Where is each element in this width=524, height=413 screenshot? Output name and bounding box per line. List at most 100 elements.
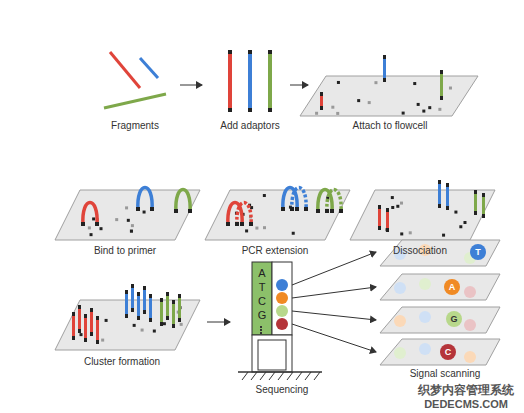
labelled-nucleotide [276, 318, 288, 330]
primer-dot [143, 211, 146, 214]
step-label: Signal scanning [410, 368, 481, 379]
primer-dot [263, 226, 266, 229]
primer-dot [417, 103, 420, 106]
adaptor-end [178, 294, 181, 298]
adaptor-end [149, 294, 152, 298]
flowcell-plane [205, 190, 350, 240]
dna-fragment [228, 50, 232, 112]
ground-hatch [305, 372, 311, 380]
ellipsis-dot [260, 332, 262, 334]
dna-fragment [96, 316, 99, 344]
base-letter: C [445, 346, 452, 359]
primer-dot [263, 194, 266, 197]
adaptor-end [281, 207, 285, 211]
bridge-fragment [83, 203, 97, 226]
adaptor-end [290, 207, 294, 211]
primer-dot [141, 329, 144, 332]
bridge-fragment [327, 190, 341, 213]
dna-fragment [446, 183, 449, 210]
adaptor-end [78, 329, 81, 333]
adaptor-end [84, 314, 87, 318]
adaptor-end [240, 222, 244, 226]
adaptor-end [386, 228, 389, 232]
adaptor-end [482, 214, 485, 218]
dna-fragment [84, 314, 87, 342]
template-strand [252, 262, 272, 335]
primer-dot [386, 228, 389, 231]
primer-dot [131, 224, 134, 227]
base-sequence: A T C G [258, 266, 267, 322]
cluster-signal [419, 278, 431, 290]
dna-fragment [268, 50, 272, 112]
adaptor-end [228, 108, 232, 112]
labelled-nucleotide [276, 292, 288, 304]
primer-dot [133, 324, 136, 327]
cluster-signal [464, 351, 476, 363]
adaptor-end [378, 205, 381, 209]
adaptor-end [438, 204, 441, 208]
base-letter: G [450, 313, 457, 326]
step-label: Cluster formation [84, 356, 160, 367]
labelled-nucleotide [276, 279, 288, 291]
dna-fragment [140, 58, 158, 78]
bridge-fragment [292, 188, 306, 211]
primer-dot [80, 333, 83, 336]
adaptor-end [386, 208, 389, 212]
cluster-signal [394, 347, 406, 359]
adaptor-end [268, 50, 272, 54]
adaptor-end [172, 324, 175, 328]
primer-dot [292, 232, 295, 235]
step-label: Attach to flowcell [352, 120, 427, 131]
primer-dot [422, 110, 425, 113]
bridge-fragment [318, 190, 332, 213]
primer-dot [153, 330, 156, 333]
primer-dot [88, 226, 91, 229]
adaptor-end [446, 183, 449, 187]
adaptor-end [295, 207, 299, 211]
primer-dot [336, 112, 339, 115]
primer-dot [115, 218, 118, 221]
adaptor-end [72, 336, 75, 340]
adaptor-end [330, 209, 334, 213]
primer-dot [391, 206, 394, 209]
step-label: Fragments [111, 120, 159, 131]
dna-fragment [90, 308, 93, 336]
cluster-signal [464, 319, 476, 331]
step-label: Bind to primer [94, 245, 156, 256]
dna-fragment [160, 298, 163, 326]
primer-dot [402, 112, 405, 115]
flowcell-plane [300, 76, 478, 116]
step-arrow [180, 85, 202, 86]
adaptor-end [438, 180, 441, 184]
ground-hatch [296, 372, 302, 380]
primer-dot [100, 227, 103, 230]
signal-circle: C [440, 344, 456, 360]
step-arrow [292, 324, 376, 352]
adaptor-end [378, 226, 381, 230]
adaptor-end [178, 318, 181, 322]
primer-dot [180, 323, 183, 326]
dna-fragment [248, 50, 252, 112]
adaptor-end [482, 193, 485, 197]
adaptor-end [249, 222, 253, 226]
primer-dot [368, 101, 371, 104]
adaptor-end [320, 92, 323, 96]
ground-hatch [278, 372, 284, 380]
watermark: 织梦内容管理系统 [418, 382, 514, 399]
tube-base [252, 335, 292, 372]
adaptor-end [95, 222, 99, 226]
primer-dot [391, 196, 394, 199]
adaptor-end [188, 209, 192, 213]
sequence-column: A T C G [252, 264, 272, 324]
bridge-fragment [138, 188, 152, 211]
adaptor-end [304, 207, 308, 211]
primer-dot [400, 202, 403, 205]
base-letter: A [449, 281, 456, 294]
step-arrow [207, 322, 230, 323]
cluster-signal [394, 315, 406, 327]
scan-plane [380, 339, 500, 365]
primer-dot [105, 319, 108, 322]
step-arrow [292, 311, 376, 320]
primer-dot [438, 108, 441, 111]
primer-dot [101, 339, 104, 342]
